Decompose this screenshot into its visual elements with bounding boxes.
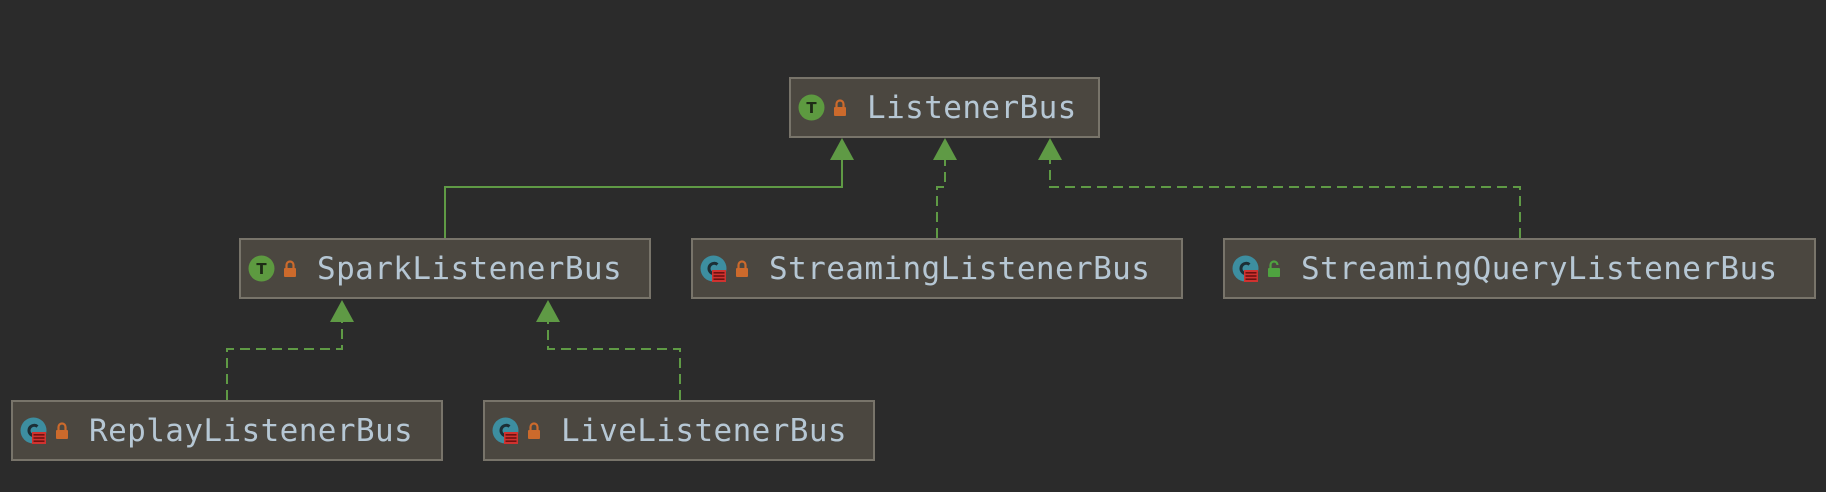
edge-streaming-to-listener (933, 138, 957, 238)
class-icon (1232, 255, 1259, 282)
node-spark-listener-bus[interactable]: T SparkListenerBus (239, 238, 651, 299)
edge-arrowhead (1038, 138, 1062, 160)
trait-icon: T (798, 94, 825, 121)
node-label: SparkListenerBus (317, 250, 623, 287)
svg-text:T: T (806, 99, 817, 117)
private-lock-icon (55, 421, 69, 440)
trait-icon: T (248, 255, 275, 282)
node-label: StreamingListenerBus (769, 250, 1151, 287)
edge-spark-to-listener (444, 138, 854, 238)
class-icon (492, 417, 519, 444)
node-live-listener-bus[interactable]: LiveListenerBus (483, 400, 875, 461)
edge-replay-to-spark (226, 300, 354, 400)
private-lock-icon (735, 259, 749, 278)
private-lock-icon (283, 259, 297, 278)
node-replay-listener-bus[interactable]: ReplayListenerBus (11, 400, 443, 461)
node-streaming-query-listener-bus[interactable]: StreamingQueryListenerBus (1223, 238, 1816, 299)
edge-arrowhead (330, 300, 354, 322)
edge-arrowhead (933, 138, 957, 160)
class-icon (700, 255, 727, 282)
private-lock-icon (527, 421, 541, 440)
edge-streaming-query-to-listener (1038, 138, 1521, 238)
public-unlock-icon (1267, 259, 1281, 278)
node-label: ListenerBus (867, 89, 1077, 126)
edge-arrowhead (830, 138, 854, 160)
class-icon (20, 417, 47, 444)
node-label: LiveListenerBus (561, 412, 847, 449)
node-label: ReplayListenerBus (89, 412, 414, 449)
node-label: StreamingQueryListenerBus (1301, 250, 1778, 287)
edge-live-to-spark (536, 300, 681, 400)
edge-arrowhead (536, 300, 560, 322)
node-listener-bus[interactable]: T ListenerBus (789, 77, 1100, 138)
private-lock-icon (833, 98, 847, 117)
svg-text:T: T (256, 260, 267, 278)
node-streaming-listener-bus[interactable]: StreamingListenerBus (691, 238, 1183, 299)
